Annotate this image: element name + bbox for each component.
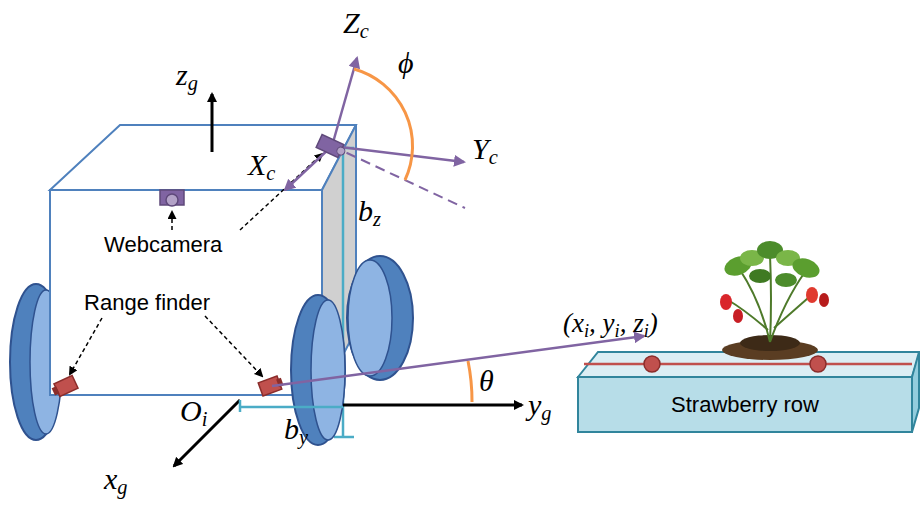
subscript: c [489, 146, 498, 168]
leader-line [205, 316, 262, 376]
wheel [347, 256, 413, 380]
axis-label: Xc [248, 150, 275, 180]
subscript: c [360, 20, 369, 42]
subscript: g [541, 402, 551, 424]
subscript: g [188, 72, 198, 94]
angle-label: θ [479, 366, 494, 396]
angle-label: ϕ [398, 48, 414, 78]
subscript: i [644, 321, 649, 341]
axis-label: Zc [343, 8, 369, 38]
camera-axis [332, 58, 357, 146]
reference-point [810, 356, 826, 372]
subscript: y [299, 426, 308, 448]
node-text: Strawberry row [671, 392, 819, 418]
optical-axis [332, 146, 465, 208]
axis-arrow [211, 94, 214, 152]
axis-label: zg [176, 60, 198, 90]
robot-top [50, 125, 356, 190]
dimension-tick [334, 436, 354, 439]
part-name: Range finder [84, 292, 210, 314]
axis-label: Yc [472, 134, 498, 164]
row-label-box: Strawberry row [578, 377, 912, 432]
axis-label: xg [104, 464, 128, 494]
range-finder-icon [50, 375, 78, 398]
camera-axis [285, 146, 332, 190]
angle-arc [354, 69, 413, 180]
subscript: i [202, 408, 208, 430]
subscript: g [117, 476, 127, 498]
robot-front [50, 190, 322, 395]
axis-arrow [343, 404, 522, 407]
subscript: i [615, 321, 620, 341]
dimension-label: by [284, 414, 308, 444]
leader-line [171, 212, 173, 230]
wheel-rim [348, 260, 392, 376]
webcamera-lens [166, 194, 178, 206]
dimension-label: bz [358, 196, 381, 226]
row-front [578, 377, 912, 432]
strawberries [720, 287, 829, 323]
subscript: z [373, 208, 381, 230]
reference-point [644, 356, 660, 372]
wheel-rim [311, 300, 345, 440]
camera-axis [332, 146, 464, 162]
origin-label: Oi [180, 396, 207, 426]
reference-line [584, 363, 912, 366]
wheel [291, 295, 345, 445]
axis-label: yg [528, 390, 552, 420]
webcamera-icon [160, 190, 184, 205]
subscript: c [266, 162, 275, 184]
row-side [912, 352, 919, 432]
subscript: i [584, 321, 589, 341]
leader-line [70, 318, 102, 374]
angle-arc [468, 361, 472, 402]
plant-leaves [722, 241, 822, 287]
dimension-line [240, 406, 343, 409]
webcamera-icon [316, 135, 347, 160]
part-name: Webcamera [104, 234, 222, 256]
point-label: (xi, yi, zi) [563, 310, 658, 337]
